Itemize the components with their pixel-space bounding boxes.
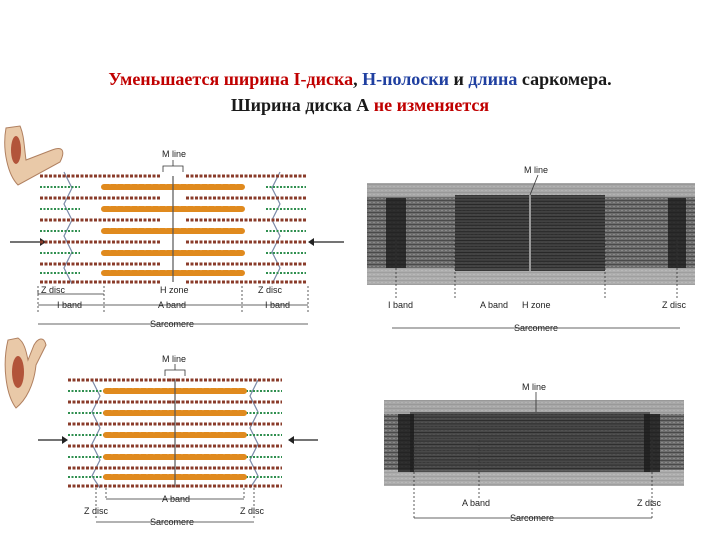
title-part: не изменяется (373, 95, 490, 115)
a-band-label: A band (162, 494, 190, 504)
title-part: и (449, 69, 469, 89)
a-band-label: A band (158, 300, 186, 310)
m-line-label: M line (162, 149, 186, 159)
mic-z-disc-label: Z disc (637, 498, 662, 508)
z-disc-left-label: Z disc (41, 285, 66, 295)
z-disc-right-label: Z disc (240, 506, 265, 516)
arrow-left-icon (308, 238, 314, 246)
mic-m-line-label: M line (522, 382, 546, 392)
i-band-left-label: I band (57, 300, 82, 310)
mic-a-band-label: A band (480, 300, 508, 310)
mic-z-disc-label: Z disc (662, 300, 687, 310)
arrow-left-icon (288, 436, 294, 444)
actin-filaments (68, 378, 282, 488)
title-part: Уменьшается (108, 69, 220, 89)
arrow-right-icon (62, 436, 68, 444)
mic-i-band-label: I band (388, 300, 413, 310)
mic-sarcomere-label: Sarcomere (510, 513, 554, 523)
page-title: Уменьшается ширина I-диска, H-полоски и … (0, 66, 720, 118)
relaxed-arm-icon (4, 125, 64, 186)
title-part: Ширина диска А (230, 95, 374, 115)
titin-springs (68, 390, 282, 478)
i-band-right-label: I band (265, 300, 290, 310)
mic-a-band-label: A band (462, 498, 490, 508)
relaxed-micrograph: M line I band A band H zone Z disc Sarco… (367, 165, 695, 333)
relaxed-sarcomere-diagram: M line Z disc Z disc H zone I band A ban… (10, 149, 344, 329)
mic-h-zone-label: H zone (522, 300, 551, 310)
mic-m-line-label: M line (524, 165, 548, 175)
sarcomere-label: Sarcomere (150, 319, 194, 329)
z-disc-right-label: Z disc (258, 285, 283, 295)
title-part: H-полоски (362, 69, 450, 89)
contracted-sarcomere-diagram: M line A band Z disc Z disc Sarcomere (38, 354, 318, 527)
actin-filaments (40, 174, 306, 284)
title-line-2: Ширина диска А не изменяется (0, 92, 720, 118)
title-part: , (353, 69, 363, 89)
title-part: ширина I-диска (219, 69, 354, 89)
titin-springs (40, 186, 306, 274)
mic-sarcomere-label: Sarcomere (514, 323, 558, 333)
title-line-1: Уменьшается ширина I-диска, H-полоски и … (0, 66, 720, 92)
z-disc-left (63, 171, 73, 285)
m-line-label: M line (162, 354, 186, 364)
sarcomere-label: Sarcomere (150, 517, 194, 527)
z-disc-left-label: Z disc (84, 506, 109, 516)
contracted-arm-icon (4, 337, 47, 409)
h-zone-label: H zone (160, 285, 189, 295)
contracted-micrograph: M line A band Z disc Sarcomere (384, 382, 684, 523)
z-disc-right (271, 171, 281, 285)
title-part: длина (468, 69, 518, 89)
title-part: саркомера. (517, 69, 612, 89)
